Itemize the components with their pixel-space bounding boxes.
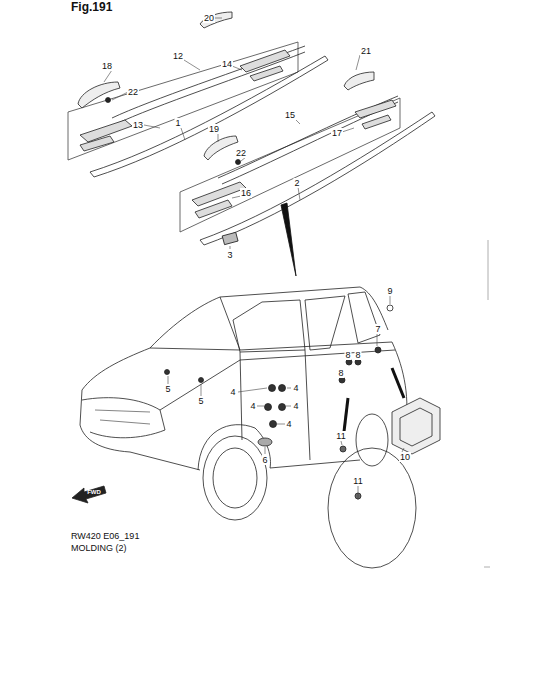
callout-number: 20 — [203, 13, 215, 23]
callout-number: 4 — [292, 401, 299, 411]
figure-title: Fig.191 — [70, 2, 113, 12]
callout-number: 11 — [352, 476, 363, 486]
callout-number: 8 — [354, 350, 361, 360]
callout-number: 4 — [249, 401, 256, 411]
callout-number: 19 — [208, 124, 220, 134]
callout-number: 4 — [229, 387, 236, 397]
callout-number: 4 — [285, 419, 292, 429]
callout-number: 21 — [360, 46, 372, 56]
callout-number: 16 — [240, 188, 252, 198]
callout-number: 9 — [386, 286, 393, 296]
callout-number: 5 — [164, 384, 171, 394]
callout-number: 6 — [261, 455, 268, 465]
callout-number: 1 — [174, 118, 181, 128]
callout-number: 12 — [172, 51, 184, 61]
callout-number: 22 — [235, 148, 247, 158]
callout-number: 8 — [337, 368, 344, 378]
callout-number: 7 — [374, 324, 381, 334]
direction-mark: FWD — [86, 487, 102, 497]
callout-number: 3 — [226, 250, 233, 260]
callout-number: 15 — [284, 110, 296, 120]
figure-caption: RW420 E06_191 — [70, 531, 140, 541]
callout-number: 14 — [221, 59, 233, 69]
callout-number: 8 — [344, 350, 351, 360]
callout-number: 10 — [399, 452, 411, 462]
section-name: MOLDING (2) — [70, 543, 128, 553]
callout-number: 11 — [335, 431, 346, 441]
callout-number: 22 — [127, 87, 139, 97]
callout-number: 2 — [293, 178, 300, 188]
callout-number: 18 — [101, 61, 113, 71]
callout-number: 17 — [331, 128, 343, 138]
callout-number: 5 — [197, 396, 204, 406]
callout-number: 4 — [292, 383, 299, 393]
callout-number: 13 — [132, 120, 144, 130]
